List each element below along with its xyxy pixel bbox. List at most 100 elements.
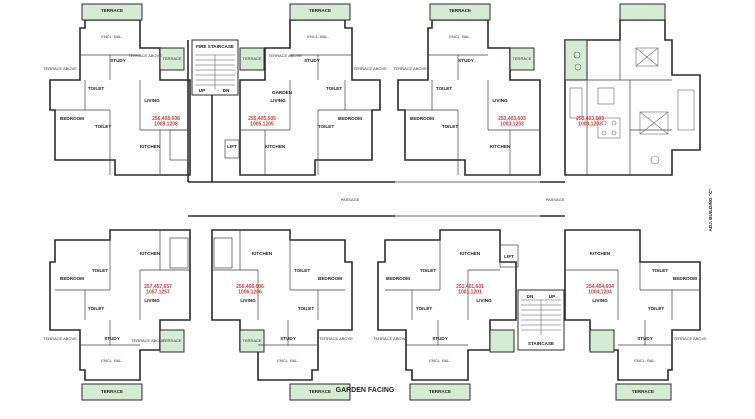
kitchen-label: KITCHEN — [490, 144, 511, 149]
study-label: STUDY — [637, 336, 653, 341]
terrace-label: TERRACE — [242, 56, 261, 61]
terrace-top-middle — [289, 3, 351, 21]
terrace-above-label: TERRACE ABOVE — [268, 53, 302, 58]
terrace-bottom-middle — [289, 383, 351, 401]
kitchen-label: KITCHEN — [140, 144, 161, 149]
passage-label-left: PASSAGE — [341, 197, 360, 202]
living-label: LIVING — [240, 298, 256, 303]
terrace-bl-side — [159, 329, 185, 353]
terrace-label: TERRACE — [429, 389, 451, 394]
adjacent-building-label: ADJ. BUILDING "C" — [708, 189, 713, 232]
terrace-bottom-far-right — [615, 383, 672, 401]
toilet-label: TOILET — [648, 306, 664, 311]
encl-bal-label: ENCL. BAL. — [101, 34, 123, 39]
encl-bal-label: ENCL. BAL. — [307, 34, 329, 39]
staircase: DN UP STAIRCASE — [517, 289, 565, 351]
kitchen-label: KITCHEN — [265, 144, 286, 149]
terrace-top-right — [429, 3, 491, 21]
toilet-label: TOILET — [294, 268, 310, 273]
terrace-above-label: TERRACE ABOVE — [393, 66, 427, 71]
fire-staircase: FIRE STAIRCASE UP DN — [191, 39, 239, 96]
toilet-label: TOILET — [326, 86, 342, 91]
toilet-label: TOILET — [88, 86, 104, 91]
terrace-above-label: TERRACE ABOVE — [373, 336, 407, 341]
toilet-label: TOILET — [420, 268, 436, 273]
study-label: STUDY — [458, 58, 474, 63]
terrace-br-side — [489, 329, 515, 353]
lift-label: LIFT — [227, 144, 237, 149]
passage-label-right: PASSAGE — [546, 197, 565, 202]
toilet-label: TOILET — [652, 268, 668, 273]
study-label: STUDY — [280, 336, 296, 341]
wing-top-middle: TERRACE TERRACE ENCL. BAL. TERRACE ABOVE… — [224, 3, 387, 176]
terrace-above-label: TERRACE ABOVE — [319, 336, 353, 341]
stair-dn-label: DN — [223, 88, 230, 93]
bedroom-label: BEDROOM — [673, 276, 697, 281]
terrace-tm-side — [239, 47, 265, 71]
living-label: LIVING — [592, 298, 608, 303]
encl-bal-label: ENCL. BAL. — [101, 358, 123, 363]
encl-bal-label: ENCL. BAL. — [449, 34, 471, 39]
staircase-label: STAIRCASE — [528, 341, 554, 346]
living-label: LIVING — [492, 98, 508, 103]
wing-bottom-far-right: TERRACE ENCL. BAL. TERRACE ABOVE STUDY B… — [564, 229, 707, 401]
encl-bal-label: ENCL. BAL. — [277, 358, 299, 363]
toilet-label: TOILET — [95, 124, 111, 129]
living-label: LIVING — [270, 98, 286, 103]
kitchen-label: KITCHEN — [252, 251, 273, 256]
terrace-label: TERRACE — [101, 8, 123, 13]
toilet-label: TOILET — [416, 306, 432, 311]
kitchen-label: KITCHEN — [460, 251, 481, 256]
terrace-label: TERRACE — [309, 389, 331, 394]
terrace-label: TERRACE — [162, 56, 181, 61]
toilet-label: TOILET — [298, 306, 314, 311]
terrace-label: TERRACE — [632, 389, 654, 394]
lift-label: LIFT — [504, 254, 514, 259]
wing-bottom-middle: TERRACE TERRACE ENCL. BAL. TERRACE ABOVE… — [211, 229, 353, 401]
terrace-tl-side — [159, 47, 185, 71]
terrace-above-label: TERRACE ABOVE — [43, 66, 77, 71]
terrace-label: TERRACE — [242, 338, 261, 343]
wing-bottom-left: TERRACE TERRACE ENCL. BAL. TERRACE ABOVE… — [43, 229, 191, 401]
terrace-label: TERRACE — [101, 389, 123, 394]
wing-top-left: TERRACE TERRACE ENCL. BAL. TERRACE ABOVE… — [43, 3, 191, 176]
bedroom-label: BEDROOM — [60, 116, 84, 121]
kitchen-label: KITCHEN — [140, 251, 161, 256]
terrace-bottom-right — [409, 383, 471, 401]
bedroom-label: BEDROOM — [386, 276, 410, 281]
terrace-bfr-side — [589, 329, 615, 353]
encl-bal-label: ENCL. BAL. — [634, 358, 656, 363]
study-label: STUDY — [304, 58, 320, 63]
terrace-above-label: TERRACE ABOVE — [673, 336, 707, 341]
terrace-bm-side — [239, 329, 265, 353]
living-label: LIVING — [144, 98, 160, 103]
kitchen-label: KITCHEN — [590, 251, 611, 256]
living-label: LIVING — [476, 298, 492, 303]
encl-bal-label: ENCL. BAL. — [429, 358, 451, 363]
terrace-above-label: TERRACE ABOVE — [128, 53, 162, 58]
toilet-label: TOILET — [318, 124, 334, 129]
garden-label: GARDEN — [272, 90, 293, 95]
toilet-label: TOILET — [92, 268, 108, 273]
wing-bottom-right: TERRACE LIFT ENCL. BAL. TERRACE ABOVE ST… — [373, 229, 519, 401]
terrace-label: TERRACE — [512, 56, 531, 61]
bedroom-label: BEDROOM — [318, 276, 342, 281]
terrace-furnished — [619, 3, 666, 21]
garden-facing-label: GARDEN FACING — [336, 387, 395, 394]
toilet-label: TOILET — [442, 124, 458, 129]
bedroom-label: BEDROOM — [410, 116, 434, 121]
terrace-above-label: TERRACE ABOVE — [43, 336, 77, 341]
wing-top-right: TERRACE TERRACE ENCL. BAL. TERRACE ABOVE… — [393, 3, 541, 176]
bedroom-label: BEDROOM — [338, 116, 362, 121]
terrace-bottom-left — [81, 383, 143, 401]
